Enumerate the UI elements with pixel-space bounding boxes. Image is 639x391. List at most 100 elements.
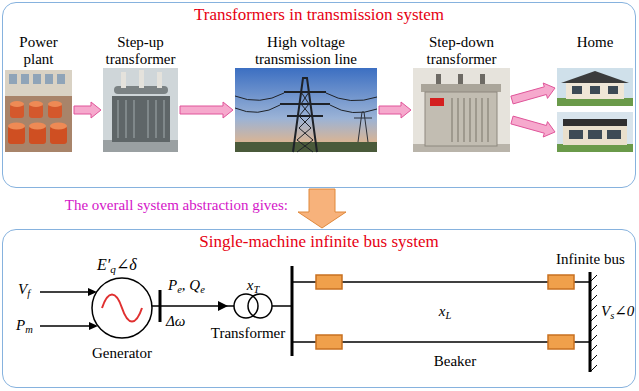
home-pictures xyxy=(557,68,633,152)
home-pictures-part xyxy=(607,130,621,139)
picture-caption: Home xyxy=(557,34,633,51)
power-plant-picture-part xyxy=(29,101,43,107)
circuit-part xyxy=(590,335,597,342)
step-up-transformer-picture-part xyxy=(125,100,127,138)
circuit xyxy=(40,266,597,372)
text-run: e xyxy=(177,284,182,295)
picture-box: Step-up transformer xyxy=(103,34,178,152)
text-run: Infinite bus xyxy=(556,251,625,267)
text-run: Generator xyxy=(92,345,152,361)
home-pictures-part xyxy=(608,86,618,94)
transmission-line-picture-part xyxy=(326,93,377,101)
step-up-transformer-picture-part xyxy=(117,100,119,138)
step-down-transformer-picture-part xyxy=(457,98,459,142)
step-down-transformer-picture-part xyxy=(425,92,497,146)
circuit-part xyxy=(234,294,258,318)
text-run: f xyxy=(27,288,30,299)
picture-caption: Step-up transformer xyxy=(103,34,178,68)
transmission-line-picture-part xyxy=(235,93,284,100)
circuit-part xyxy=(272,305,292,307)
text-run: V xyxy=(18,281,27,297)
panel-title: Single-machine infinite bus system xyxy=(3,232,635,252)
transmission-line-picture-part xyxy=(297,92,313,152)
power-plant-picture-part xyxy=(10,101,24,107)
text-run: m xyxy=(25,324,33,335)
home-pictures-part xyxy=(557,144,633,152)
circuit-part xyxy=(548,335,574,349)
step-up-transformer-picture-part xyxy=(147,100,149,138)
home-pictures-part xyxy=(557,112,633,152)
step-up-transformer-picture-part xyxy=(112,96,170,142)
transmission-line-picture-part xyxy=(358,112,368,142)
picture-box: Home xyxy=(557,34,633,152)
transmission-line-picture-part xyxy=(330,105,377,113)
panel-title: Transformers in transmission system xyxy=(3,5,635,25)
text-run: e xyxy=(200,284,205,295)
block-arrow xyxy=(511,116,555,137)
picture-caption: High voltage transmission line xyxy=(235,34,377,68)
power-plant-picture-part xyxy=(21,74,29,84)
power-plant-picture-part xyxy=(9,74,17,84)
step-down-transformer-picture-part xyxy=(421,84,501,92)
signal-name: Δω xyxy=(166,312,185,330)
home-pictures-part xyxy=(566,82,624,99)
step-up-transformer-picture-part xyxy=(163,100,165,138)
text-run: P xyxy=(168,277,177,293)
circuit-part xyxy=(548,275,574,289)
step-down-transformer-picture-part xyxy=(451,98,453,142)
panel-band: Transformers in transmission systemPower… xyxy=(2,2,636,188)
power-plant-picture xyxy=(5,70,72,152)
signal-name: Pe, Qe xyxy=(168,276,205,299)
step-down-transformer-picture-part xyxy=(463,98,465,142)
circuit-part xyxy=(316,335,342,349)
transmission-line-picture-part xyxy=(354,118,372,119)
power-plant-picture-part xyxy=(50,123,67,130)
text-run: , Q xyxy=(182,277,200,293)
step-down-transformer-picture-part xyxy=(480,74,485,84)
circuit-part xyxy=(590,275,597,282)
circuit-part xyxy=(590,355,597,362)
step-up-transformer-picture-part xyxy=(133,100,135,138)
text-run: q xyxy=(110,263,116,275)
step-down-transformer-picture-part xyxy=(487,98,489,142)
text-run: s xyxy=(610,310,614,321)
text-run: x xyxy=(439,303,446,319)
part-name: Infinite bus xyxy=(556,250,625,268)
circuit-part xyxy=(248,294,272,318)
text-run: V xyxy=(601,303,610,319)
step-down-transformer-picture-part xyxy=(436,74,441,84)
text-run: E′ xyxy=(97,256,110,273)
step-up-transformer-picture xyxy=(103,68,178,152)
transmission-line-picture-part xyxy=(235,68,377,152)
signal-name: Vf xyxy=(18,280,30,303)
circuit-part xyxy=(590,315,597,322)
home-pictures-part xyxy=(590,86,600,94)
text-run: P xyxy=(16,317,25,333)
home-pictures-part xyxy=(569,130,583,139)
reactance-symbol: xT xyxy=(247,276,260,299)
power-plant-picture-part xyxy=(5,96,72,152)
step-up-transformer-picture-part xyxy=(121,72,126,88)
reactance-symbol: xL xyxy=(439,302,452,325)
circuit-part xyxy=(218,301,228,311)
power-plant-picture-part xyxy=(8,123,25,130)
power-plant-picture-part xyxy=(57,74,65,84)
picture-box: Power plant xyxy=(5,34,72,152)
signal-name: Pm xyxy=(16,316,33,339)
edge-label: The overall system abstraction gives: xyxy=(63,196,290,214)
circuit-part xyxy=(159,290,162,322)
step-down-transformer-picture xyxy=(413,68,510,152)
text-run: ∠0 xyxy=(614,303,634,319)
home-pictures-part xyxy=(557,98,633,106)
part-name: Generator xyxy=(92,344,152,362)
panel-band: Single-machine infinite bus system xyxy=(2,229,636,388)
text-run: Beaker xyxy=(434,353,476,369)
text-run: x xyxy=(247,277,254,293)
circuit-part xyxy=(590,285,597,292)
block-arrow xyxy=(180,102,233,118)
home-pictures-part xyxy=(563,119,627,126)
block-arrow xyxy=(74,102,101,118)
home-pictures-part xyxy=(572,86,582,94)
